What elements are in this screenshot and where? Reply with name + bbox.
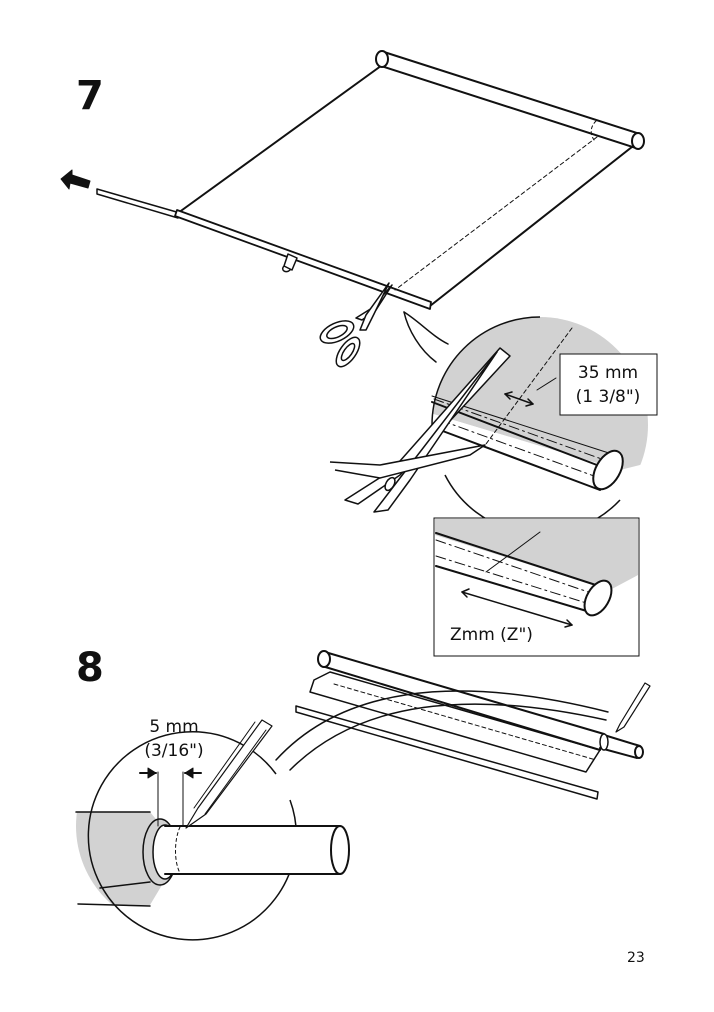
- measure-35mm-imperial: (1 3/8"): [576, 387, 641, 407]
- scissors-closeup-icon: [329, 347, 511, 513]
- step-7-blind-illustration: [60, 50, 645, 368]
- scissors-icon: [319, 282, 393, 368]
- bottom-rail: [174, 209, 432, 310]
- measure-5mm-imperial: (3/16"): [144, 741, 203, 761]
- fabric-strip: [309, 671, 601, 773]
- cord-clip: [281, 253, 298, 273]
- callout-tail: [403, 311, 437, 363]
- step-7-inset-box: Zmm (Z"): [433, 517, 640, 657]
- pencil-closeup-icon: [185, 719, 273, 829]
- bottom-rail-part: [295, 705, 599, 800]
- bottom-rail-rod: [96, 188, 181, 219]
- measure-5mm-metric: 5 mm: [149, 717, 198, 737]
- step-8-number: 8: [76, 645, 104, 691]
- step-8-roller-illustration: [275, 650, 651, 800]
- callout-curve: [289, 703, 607, 771]
- pull-arrow-icon: [60, 169, 91, 190]
- measure-variable: Zmm (Z"): [450, 625, 533, 645]
- step-7-detail-circle: 35 mm (1 3/8"): [329, 316, 658, 535]
- step-8-detail-circle: 5 mm (3/16"): [75, 717, 350, 941]
- cut-line: [394, 136, 598, 291]
- pencil-icon: [615, 682, 651, 733]
- step-7-number: 7: [76, 73, 104, 119]
- tube-body: [164, 825, 341, 875]
- measure-35mm-metric: 35 mm: [578, 363, 638, 383]
- page-number: 23: [627, 950, 645, 966]
- blind-fabric: [177, 62, 638, 307]
